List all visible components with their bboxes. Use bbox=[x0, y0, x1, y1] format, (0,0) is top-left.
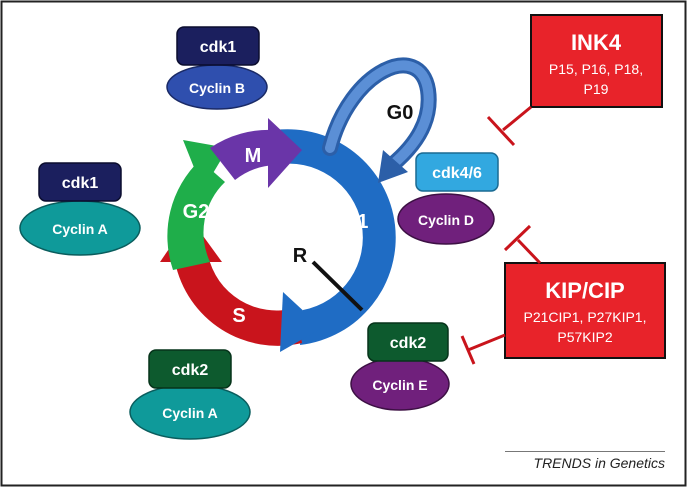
ink4-inhibit-bar bbox=[486, 115, 516, 147]
g0-arrowhead bbox=[378, 150, 408, 183]
phase-m-arrowhead bbox=[268, 118, 302, 188]
kipcip-inhibit-line-d bbox=[516, 238, 542, 265]
restriction-point-label: R bbox=[293, 245, 308, 267]
g0-curved-arrow-inner bbox=[325, 60, 434, 170]
phase-g2-segment bbox=[167, 160, 225, 270]
cdk2-label-right: cdk2 bbox=[390, 335, 427, 352]
phase-m-segment bbox=[210, 129, 275, 180]
ink4-members-line2: P19 bbox=[584, 81, 609, 97]
cyclin-e-label: Cyclin E bbox=[372, 377, 427, 393]
inhibitor-kipcip: KIP/CIP P21CIP1, P27KIP1, P57KIP2 bbox=[504, 262, 666, 359]
phase-s-segment bbox=[175, 255, 302, 346]
phase-s-label: S bbox=[232, 305, 245, 327]
ink4-box bbox=[530, 14, 663, 108]
kipcip-members-line2: P57KIP2 bbox=[557, 329, 612, 345]
cdk46-label: cdk4/6 bbox=[432, 165, 482, 182]
inhibitor-ink4: INK4 P15, P16, P18, P19 bbox=[530, 14, 663, 108]
cdk1-label-top: cdk1 bbox=[200, 39, 237, 56]
cyclin-a-label-left: Cyclin A bbox=[52, 221, 108, 237]
cyclin-d-ellipse bbox=[397, 193, 495, 245]
cdk1-box-top bbox=[176, 26, 260, 66]
journal-credit: TRENDS in Genetics bbox=[533, 455, 665, 471]
cdk2-box-bottom bbox=[148, 349, 232, 389]
kipcip-box bbox=[504, 262, 666, 359]
phase-m-label: M bbox=[245, 145, 262, 167]
footer-rule bbox=[505, 451, 665, 452]
complex-cdk1-cyclin-b: Cyclin B cdk1 bbox=[166, 26, 268, 110]
complex-cdk2-cyclin-e: Cyclin E cdk2 bbox=[350, 322, 450, 411]
cdk46-box bbox=[415, 152, 499, 192]
ink4-title: INK4 bbox=[571, 30, 622, 55]
cyclin-a-label-bottom: Cyclin A bbox=[162, 405, 218, 421]
cdk1-box-left bbox=[38, 162, 122, 202]
cyclin-b-label: Cyclin B bbox=[189, 80, 245, 96]
cdk2-box-right bbox=[367, 322, 449, 362]
kipcip-members-line1: P21CIP1, P27KIP1, bbox=[524, 309, 647, 325]
phase-g1-label: G1 bbox=[342, 211, 369, 233]
complex-cdk46-cyclin-d: Cyclin D cdk4/6 bbox=[397, 152, 499, 245]
kipcip-inhibit-bar-e bbox=[460, 335, 476, 365]
kipcip-title: KIP/CIP bbox=[545, 278, 624, 303]
ink4-inhibit-line bbox=[502, 105, 532, 132]
kipcip-inhibit-line-e bbox=[467, 333, 506, 352]
complex-cdk2-cyclin-a: Cyclin A cdk2 bbox=[129, 349, 251, 440]
kipcip-inhibit-bar-d bbox=[503, 224, 532, 252]
restriction-point-line bbox=[311, 260, 364, 312]
phase-g1-segment bbox=[275, 129, 396, 345]
cyclin-d-label: Cyclin D bbox=[418, 212, 474, 228]
complex-cdk1-cyclin-a: Cyclin A cdk1 bbox=[19, 162, 141, 256]
ink4-members-line1: P15, P16, P18, bbox=[549, 61, 643, 77]
phase-g1-arrowhead bbox=[280, 292, 322, 352]
phase-g2-label: G2 bbox=[183, 201, 210, 223]
cdk2-label-bottom: cdk2 bbox=[172, 362, 209, 379]
cell-cycle-ring bbox=[160, 118, 396, 352]
phase-g0-label: G0 bbox=[387, 102, 414, 124]
cdk1-label-left: cdk1 bbox=[62, 175, 99, 192]
